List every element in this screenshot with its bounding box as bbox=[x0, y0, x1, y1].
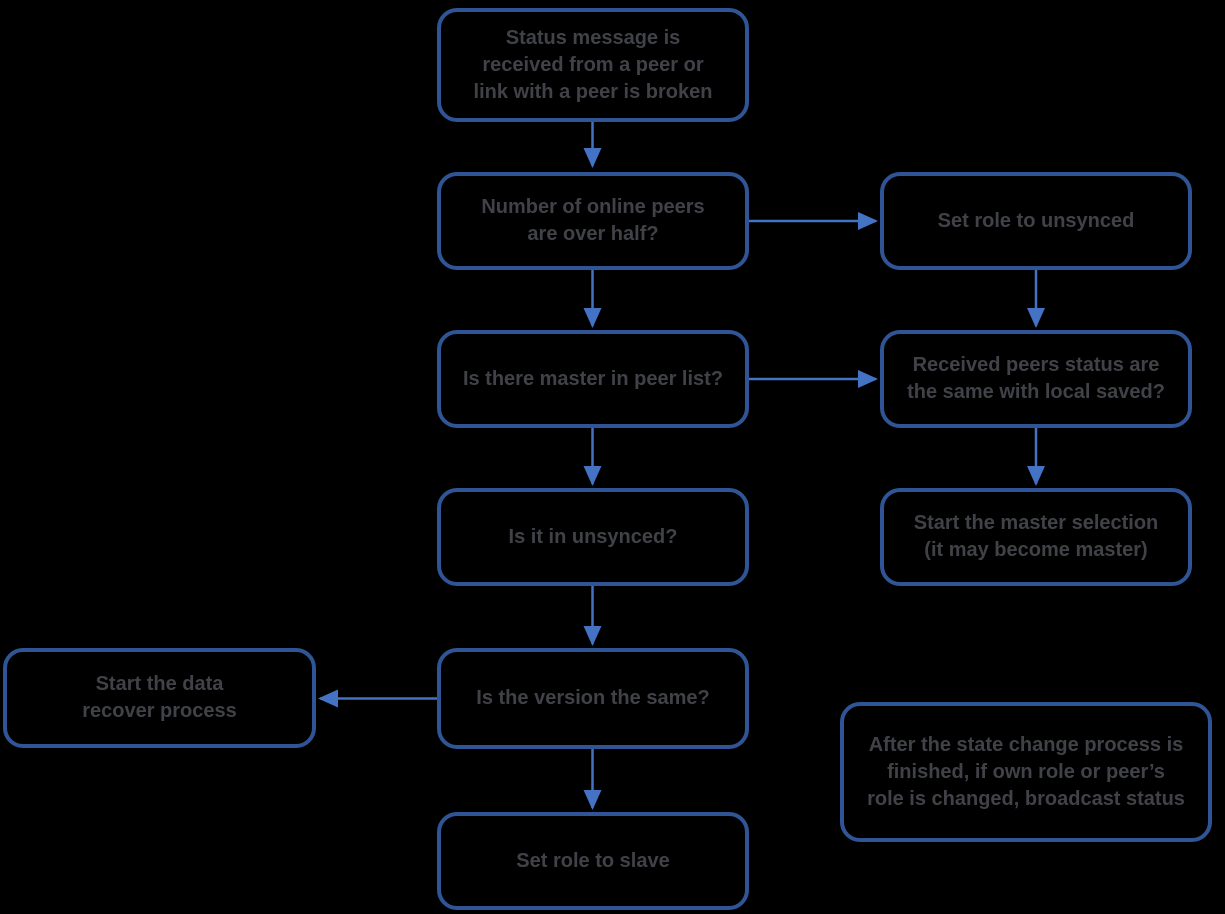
node-master-in-peer-list: Is there master in peer list? bbox=[437, 330, 749, 428]
node-is-it-unsynced: Is it in unsynced? bbox=[437, 488, 749, 586]
node-broadcast-note: After the state change process is finish… bbox=[840, 702, 1212, 842]
node-online-peers-over-half: Number of online peers are over half? bbox=[437, 172, 749, 270]
node-status-message: Status message is received from a peer o… bbox=[437, 8, 749, 122]
node-set-role-unsynced: Set role to unsynced bbox=[880, 172, 1192, 270]
node-is-version-same: Is the version the same? bbox=[437, 648, 749, 749]
node-set-role-slave: Set role to slave bbox=[437, 812, 749, 910]
node-start-data-recover: Start the data recover process bbox=[3, 648, 316, 748]
node-start-master-selection: Start the master selection (it may becom… bbox=[880, 488, 1192, 586]
node-received-status-same: Received peers status are the same with … bbox=[880, 330, 1192, 428]
